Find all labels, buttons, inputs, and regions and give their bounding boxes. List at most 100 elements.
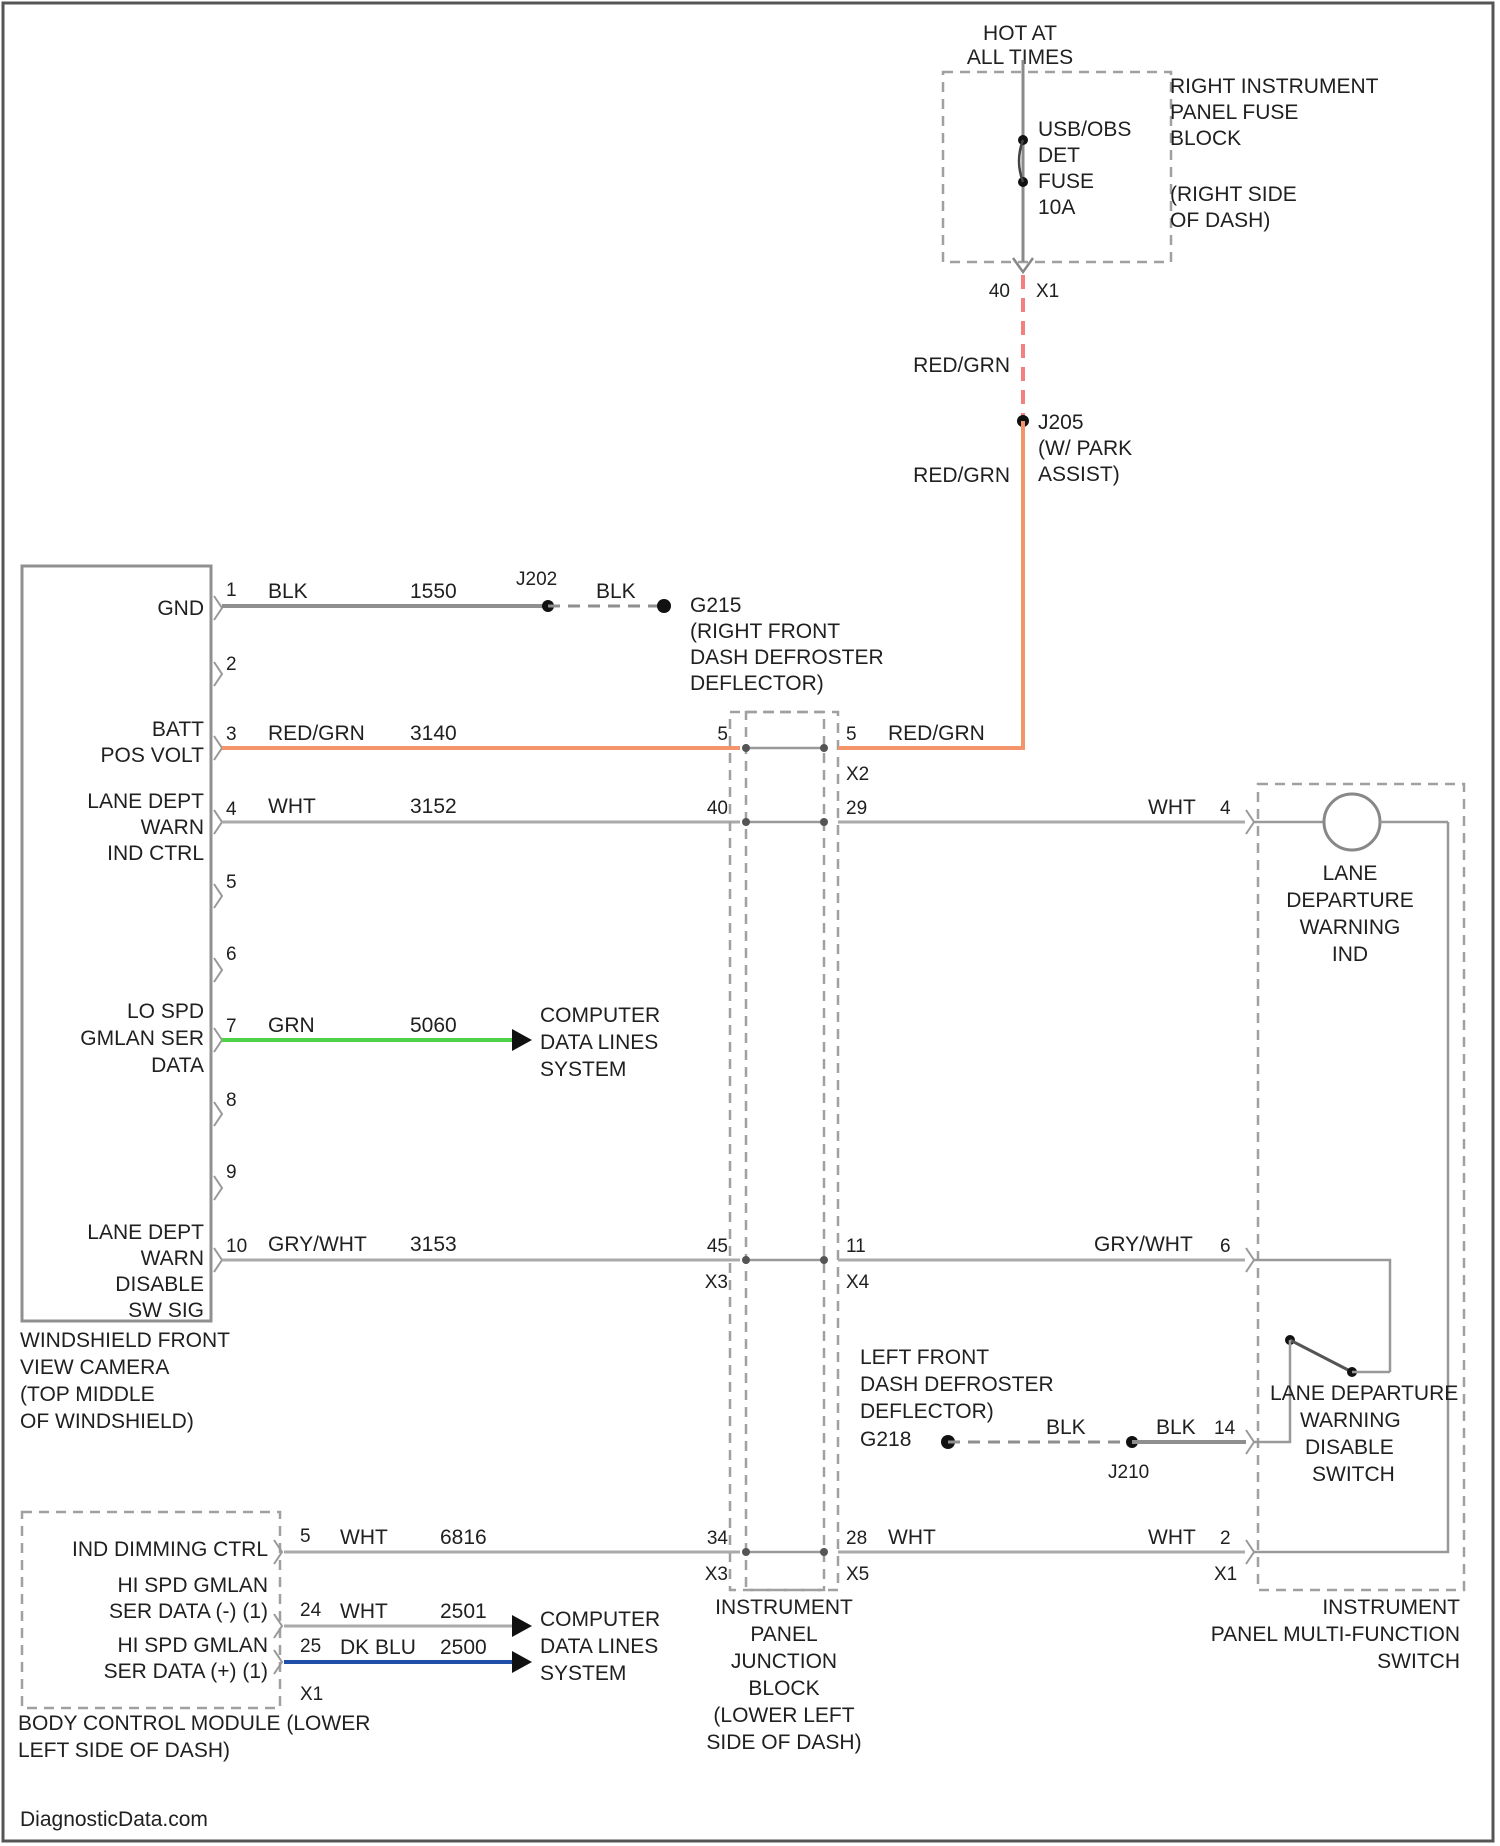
camera-pin-name-ind-2: WARN [141,816,204,839]
bcm-minus-wire-circuit: 2501 [440,1600,487,1623]
camera-pin-labels: GND BATT POS VOLT LANE DEPT WARN IND CTR… [80,597,204,1322]
fuse-block-label-1: RIGHT INSTRUMENT [1170,75,1379,98]
camera-pin-5: 5 [226,872,237,893]
camera-pin-name-dis-4: SW SIG [128,1299,204,1322]
lo-spd-wire-circuit: 5060 [410,1014,457,1037]
fuse-label-4: 10A [1038,196,1075,219]
camera-pin-9: 9 [226,1162,237,1183]
hs-plus-arrow-icon [512,1651,532,1673]
camera-pin-3: 3 [226,724,237,745]
mfs-title-2: PANEL MULTI-FUNCTION [1211,1623,1460,1646]
camera-pin-name-dis-1: LANE DEPT [87,1221,204,1244]
camera-title-4: OF WINDSHIELD) [20,1410,194,1433]
jb-dim-right-conn: X5 [846,1564,869,1585]
jb-ind-right-pin: 29 [846,798,867,819]
splice-label-1: J205 [1038,411,1084,434]
jb-dim-left-pin: 34 [707,1528,729,1549]
fuse-block-location-2: OF DASH) [1170,209,1270,232]
ind-wire-color: WHT [268,795,316,818]
camera-pin-1: 1 [226,580,237,601]
jb-label-4: BLOCK [748,1677,819,1700]
camera-pin-name-batt-2: POS VOLT [101,744,205,767]
jb-dim-right-color: WHT [888,1526,936,1549]
mfs-pin-gnd: 14 [1214,1418,1236,1439]
camera-pin-6: 6 [226,944,237,965]
gnd-right-wire-color: BLK [596,580,636,603]
splice-label-3: ASSIST) [1038,463,1120,486]
bcm-pin-name-plus-2: SER DATA (+) (1) [104,1660,268,1683]
bcm-pin-name-minus-1: HI SPD GMLAN [117,1574,268,1597]
camera-pin-4: 4 [226,799,237,820]
camera-pin-8: 8 [226,1090,237,1111]
g218-label-2: DASH DEFROSTER [860,1373,1054,1396]
camera-pin-2: 2 [226,654,237,675]
camera-pin-name-dis-2: WARN [141,1247,204,1270]
junction-block-inner [746,712,824,1590]
hot-at-label: HOT AT [983,22,1057,45]
watermark: DiagnosticData.com [20,1808,208,1831]
diagram-frame [3,3,1493,1841]
bcm-plus-wire-circuit: 2500 [440,1636,487,1659]
camera-module-box [22,566,211,1321]
jb-label-6: SIDE OF DASH) [706,1731,861,1754]
fuse-block-location-1: (RIGHT SIDE [1170,183,1297,206]
mfs-pin-dim: 2 [1220,1528,1231,1549]
fuse-block-label-2: PANEL FUSE [1170,101,1298,124]
indicator-label-2: DEPARTURE [1286,889,1414,912]
bcm-pin-name-dim: IND DIMMING CTRL [72,1538,268,1561]
jb-dis-left-pin: 45 [707,1236,728,1257]
fuse-label-2: DET [1038,144,1080,167]
computer-link-label-2: DATA LINES [540,1031,658,1054]
gnd-left-wire-color-1: BLK [1046,1416,1086,1439]
bcm-title-1: BODY CONTROL MODULE (LOWER [18,1712,370,1735]
mfs-pin-stubs [1246,810,1254,1564]
fuse-label-3: FUSE [1038,170,1094,193]
camera-title-1: WINDSHIELD FRONT [20,1329,230,1352]
batt-wire-color: RED/GRN [268,722,365,745]
bcm-pin-25: 25 [300,1636,321,1657]
g215-label-4: DEFLECTOR) [690,672,824,695]
dis-wire-circuit: 3153 [410,1233,457,1256]
hs-minus-arrow-icon [512,1615,532,1637]
switch-label-2: WARNING [1300,1409,1401,1432]
power-wire-color-2: RED/GRN [913,464,1010,487]
camera-pin-7: 7 [226,1016,237,1037]
g215-label-2: (RIGHT FRONT [690,620,840,643]
g218-id: G218 [860,1428,911,1451]
mfs-dim-wire-color: WHT [1148,1526,1196,1549]
mfs-pin-ind: 4 [1220,798,1231,819]
switch-label-3: DISABLE [1305,1436,1394,1459]
mfs-connector: X1 [1214,1564,1237,1585]
bcm-dim-wire-circuit: 6816 [440,1526,487,1549]
mfs-dis-wire-color: GRY/WHT [1094,1233,1193,1256]
fuse-connector-id: X1 [1036,281,1059,302]
mfs-pin-dis: 6 [1220,1236,1231,1257]
power-wire-color-1: RED/GRN [913,354,1010,377]
fuse-block-label-3: BLOCK [1170,127,1241,150]
bcm-pin-5: 5 [300,1526,311,1547]
batt-wire-circuit: 3140 [410,722,457,745]
camera-title-3: (TOP MIDDLE [20,1383,155,1406]
splice-label-2: (W/ PARK [1038,437,1132,460]
g215-label-3: DASH DEFROSTER [690,646,884,669]
lane-departure-indicator-icon [1324,794,1380,850]
fuse-block: HOT AT ALL TIMES USB/OBS DET FUSE 10A RI… [943,22,1379,302]
jb-dis-left-conn: X3 [705,1272,728,1293]
bcm-connector: X1 [300,1684,323,1705]
bcm-computer-link-1: COMPUTER [540,1608,660,1631]
ground-g215-icon [657,599,671,613]
bcm-pin-name-minus-2: SER DATA (-) (1) [109,1600,268,1623]
g218-label-3: DEFLECTOR) [860,1400,994,1423]
indicator-label-1: LANE [1323,862,1378,885]
indicator-label-3: WARNING [1300,916,1401,939]
bcm-computer-link-3: SYSTEM [540,1662,626,1685]
mfs-title-3: SWITCH [1377,1650,1460,1673]
camera-pin-10: 10 [226,1236,247,1257]
jb-dis-right-pin: 11 [846,1236,866,1257]
jb-dis-right-conn: X4 [846,1272,870,1293]
camera-pin-name-batt-1: BATT [152,718,204,741]
jb-batt-right-pin: 5 [846,724,857,745]
jb-batt-right-color: RED/GRN [888,722,985,745]
camera-pin-name-ind-1: LANE DEPT [87,790,204,813]
